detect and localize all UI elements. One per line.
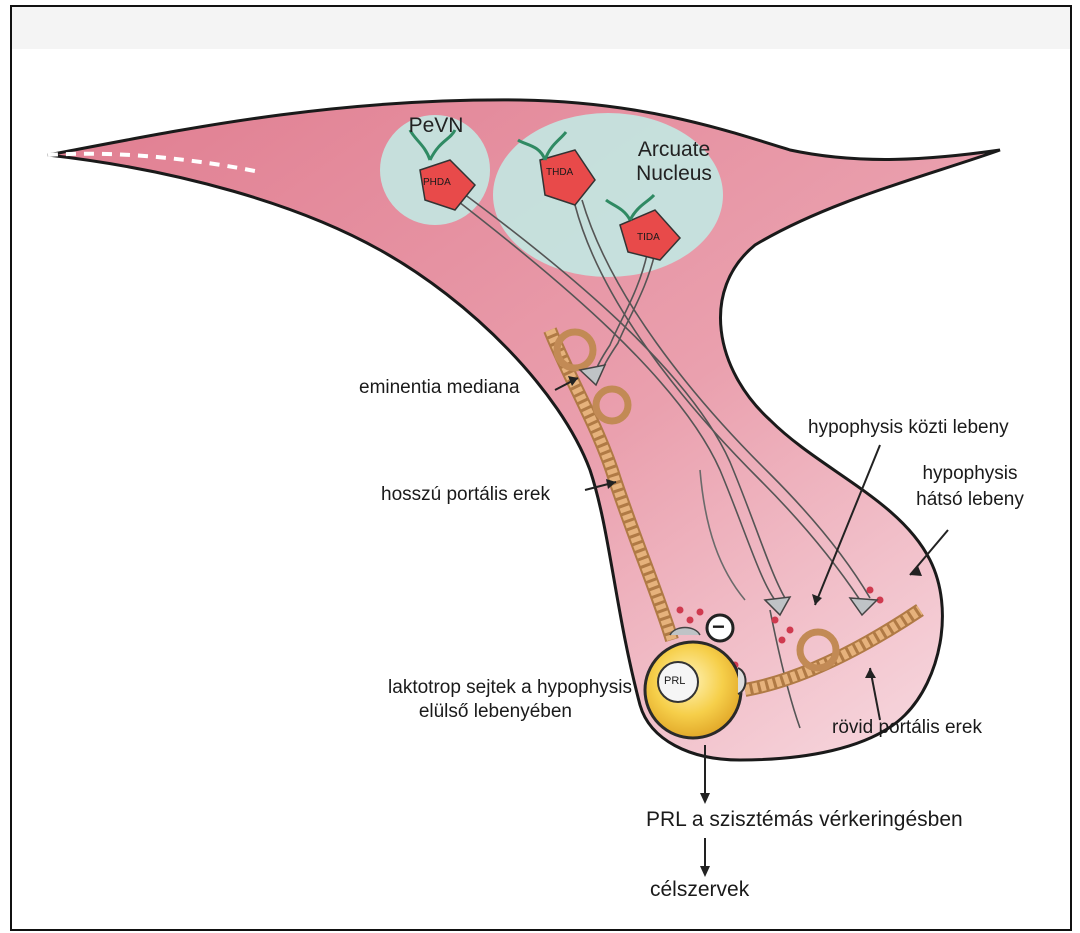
neuron-phda-label: PHDA xyxy=(423,177,451,189)
neuron-thda-label: THDA xyxy=(546,167,573,179)
lactotroph-label-line2: elülső lebenyében xyxy=(300,700,572,724)
eminentia-label: eminentia mediana xyxy=(359,376,520,400)
pevn-label: PeVN xyxy=(404,114,468,138)
arcuate-label-line1: Arcuate xyxy=(628,138,720,162)
short-portal-label: rövid portális erek xyxy=(832,716,982,740)
neuron-tida-label: TIDA xyxy=(637,232,660,244)
intermediate-lobe-label: hypophysis közti lebeny xyxy=(808,416,1009,440)
posterior-lobe-label-line2: hátsó lebeny xyxy=(900,488,1040,512)
inhibition-sign: − xyxy=(712,614,725,640)
posterior-lobe-label-line1: hypophysis xyxy=(900,462,1040,486)
long-portal-label: hosszú portális erek xyxy=(381,483,550,507)
lactotroph-label-line1: laktotrop sejtek a hypophysis xyxy=(300,676,632,700)
target-organs-label: célszervek xyxy=(650,878,749,902)
prl-cell-label: PRL xyxy=(664,675,685,688)
prl-circulation-label: PRL a szisztémás vérkeringésben xyxy=(646,808,963,832)
arcuate-label-line2: Nucleus xyxy=(628,162,720,186)
